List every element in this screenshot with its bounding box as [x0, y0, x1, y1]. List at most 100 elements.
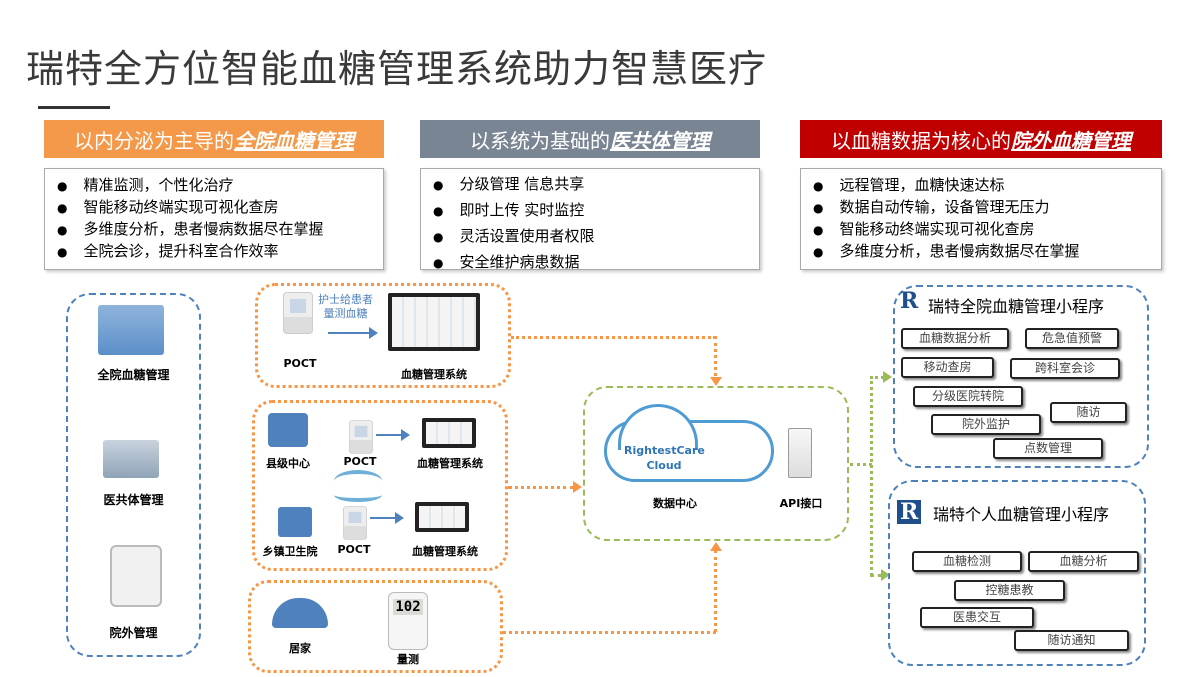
arrowhead-icon	[710, 377, 722, 386]
measure-label: 量测	[397, 653, 419, 666]
api-label: API接口	[779, 497, 823, 510]
bullet-item: 远程管理，血糖快速达标	[813, 175, 1161, 197]
scenario-panel	[66, 293, 201, 657]
bullet-item: 全院会诊，提升科室合作效率	[57, 241, 383, 263]
connector-line	[870, 574, 882, 577]
monitor-icon	[415, 502, 469, 532]
arrowhead-icon	[573, 481, 582, 493]
feature-tag: 控糖患教	[954, 580, 1065, 601]
connector-line	[850, 463, 872, 466]
header-emphasis: 院外血糖管理	[1011, 128, 1131, 153]
bullet-list-hospital: 精准监测，个性化治疗 智能移动终端实现可视化查房 多维度分析，患者慢病数据尽在掌…	[44, 168, 384, 270]
county-label: 县级中心	[266, 457, 310, 470]
connector-line	[714, 550, 717, 632]
hospital-building-icon	[98, 305, 164, 355]
bullet-item: 精准监测，个性化治疗	[57, 175, 383, 197]
header-hospital: 以内分泌为主导的全院血糖管理	[44, 120, 384, 158]
county-center-icon	[268, 413, 308, 447]
nurse-measure-note: 护士给患者 量测血糖	[318, 293, 373, 320]
header-emphasis: 医共体管理	[610, 128, 710, 153]
bullet-item: 智能移动终端实现可视化查房	[57, 197, 383, 219]
hospital-miniprogram-box	[893, 285, 1149, 468]
connector-line	[870, 376, 873, 576]
personal-miniprogram-box	[888, 480, 1146, 666]
label-hospital-management: 全院血糖管理	[97, 368, 170, 382]
connector-line	[714, 336, 717, 376]
rightest-logo: R	[900, 288, 919, 314]
township-label: 乡镇卫生院	[262, 545, 318, 558]
feature-tag: 移动查房	[901, 357, 994, 378]
feature-tag: 随访通知	[1014, 630, 1129, 651]
header-emphasis: 全院血糖管理	[234, 128, 354, 153]
bullet-list-outpatient: 远程管理，血糖快速达标 数据自动传输，设备管理无压力 智能移动终端实现可视化查房…	[800, 168, 1162, 270]
header-prefix: 以系统为基础的	[470, 128, 610, 153]
poct-device-icon	[343, 506, 367, 540]
exchange-arrows-icon	[334, 470, 382, 492]
arrow-icon	[370, 512, 404, 524]
feature-tag: 随访	[1050, 402, 1127, 423]
hospital-scenario-box	[255, 283, 511, 388]
bullet-list-community: 分级管理 信息共享 即时上传 实时监控 灵活设置使用者权限 安全维护病患数据	[420, 168, 760, 271]
poct-device-icon	[349, 420, 373, 454]
bullet-item: 多维度分析，患者慢病数据尽在掌握	[57, 219, 383, 241]
arrowhead-icon	[881, 569, 890, 581]
feature-tag: 血糖数据分析	[901, 328, 1009, 349]
arrow-icon	[376, 429, 410, 441]
connector-line	[508, 486, 574, 489]
header-prefix: 以血糖数据为核心的	[831, 128, 1011, 153]
arrowhead-icon	[710, 542, 722, 551]
feature-tag: 血糖检测	[912, 551, 1022, 572]
data-center-box	[583, 386, 849, 541]
glucose-meter-icon: 102	[388, 592, 428, 650]
system-label: 血糖管理系统	[401, 368, 467, 381]
bullet-item: 安全维护病患数据	[433, 250, 759, 276]
feature-tag: 血糖分析	[1028, 551, 1139, 572]
feature-tag: 跨科室会诊	[1010, 358, 1120, 379]
feature-tag: 分级医院转院	[913, 386, 1023, 407]
cloud-name: RightestCare Cloud	[624, 444, 705, 472]
rightest-logo: R	[897, 500, 922, 524]
home-scenario-box	[248, 580, 503, 673]
title-underline	[38, 106, 110, 109]
feature-tag: 院外监护	[931, 414, 1041, 435]
connector-line	[511, 336, 716, 339]
header-prefix: 以内分泌为主导的	[74, 128, 234, 153]
feature-tag: 危急值预警	[1025, 328, 1119, 349]
meter-reading: 102	[393, 599, 423, 615]
monitor-icon	[422, 418, 476, 448]
data-center-label: 数据中心	[653, 497, 697, 510]
bullet-item: 智能移动终端实现可视化查房	[813, 219, 1161, 241]
phone-meter-icon	[110, 545, 162, 607]
poct-label: POCT	[283, 357, 317, 370]
township-clinic-icon	[278, 507, 312, 537]
feature-tag: 医患交互	[920, 607, 1034, 628]
header-outpatient: 以血糖数据为核心的院外血糖管理	[800, 120, 1162, 158]
label-community-management: 医共体管理	[103, 493, 164, 507]
page-title: 瑞特全方位智能血糖管理系统助力智慧医疗	[26, 47, 768, 91]
system-label: 血糖管理系统	[417, 457, 483, 470]
community-building-icon	[103, 440, 159, 478]
arrowhead-icon	[883, 371, 892, 383]
home-label: 居家	[289, 642, 311, 655]
arrow-icon	[328, 327, 378, 339]
exchange-arrows-icon	[334, 488, 382, 502]
monitor-icon	[388, 293, 480, 351]
server-icon	[788, 428, 812, 478]
system-label: 血糖管理系统	[412, 545, 478, 558]
poct-device-icon	[283, 292, 313, 334]
miniprogram-title: 瑞特个人血糖管理小程序	[933, 505, 1110, 524]
bullet-item: 分级管理 信息共享	[433, 172, 759, 198]
poct-label: POCT	[343, 455, 377, 468]
bullet-item: 即时上传 实时监控	[433, 198, 759, 224]
bullet-item: 灵活设置使用者权限	[433, 224, 759, 250]
poct-label: POCT	[337, 543, 371, 556]
connector-line	[503, 631, 716, 634]
community-scenario-box	[252, 400, 508, 571]
connector-line	[870, 376, 884, 379]
bullet-item: 数据自动传输，设备管理无压力	[813, 197, 1161, 219]
miniprogram-title: 瑞特全院血糖管理小程序	[928, 297, 1105, 316]
header-medical-community: 以系统为基础的医共体管理	[420, 120, 760, 158]
feature-tag: 点数管理	[993, 438, 1103, 459]
label-outpatient-management: 院外管理	[109, 626, 158, 640]
bullet-item: 多维度分析，患者慢病数据尽在掌握	[813, 241, 1161, 263]
